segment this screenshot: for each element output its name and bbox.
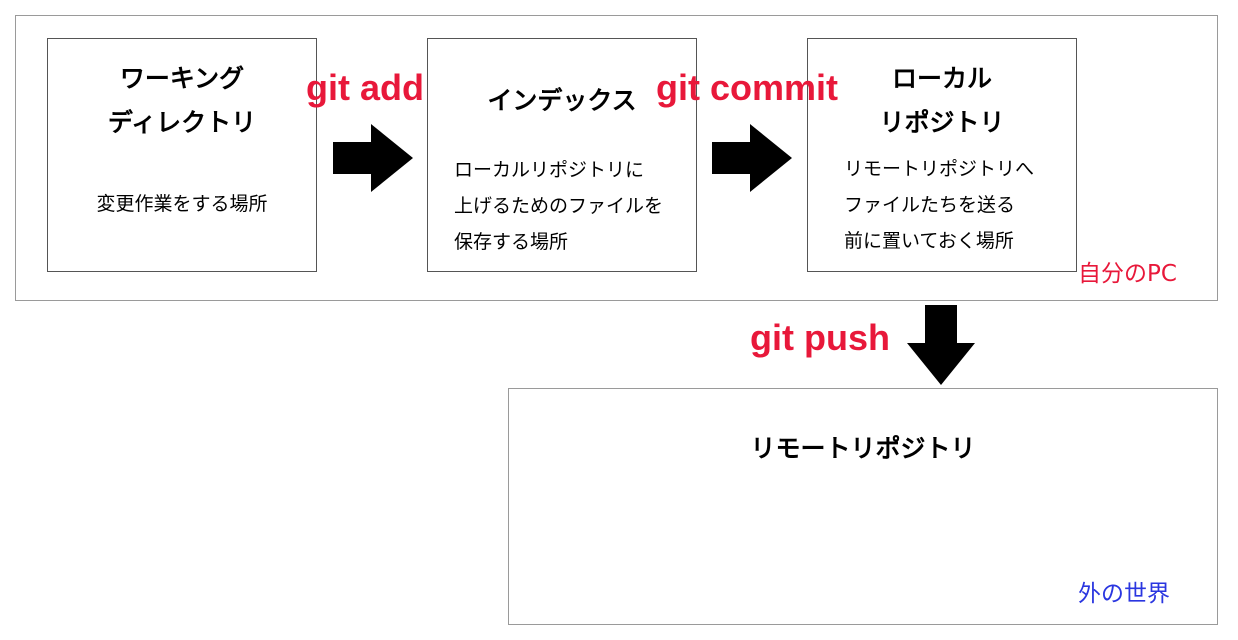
outside-world-label: 外の世界 <box>1078 581 1170 607</box>
local-repository-description: リモートリポジトリへ ファイルたちを送る 前に置いておく場所 <box>844 158 1035 252</box>
local-repository-title: ローカル リポジトリ <box>879 64 1005 137</box>
git-commit-label: git commit <box>656 67 839 108</box>
working-directory-title: ワーキング ディレクトリ <box>107 64 257 137</box>
git-push-label: git push <box>750 317 890 358</box>
local-pc-label: 自分のPC <box>1078 261 1177 287</box>
local-pc-zone <box>15 15 1218 301</box>
git-add-label: git add <box>306 67 424 108</box>
index-description: ローカルリポジトリに 上げるためのファイルを 保存する場所 <box>454 159 664 253</box>
index-title: インデックス <box>487 86 637 115</box>
outside-world-zone: リモートリポジトリ <box>508 388 1218 625</box>
local-repository-box: ローカル リポジトリ リモートリポジトリへ ファイルたちを送る 前に置いておく場… <box>807 38 1077 272</box>
working-directory-description: 変更作業をする場所 <box>96 193 268 215</box>
working-directory-box: ワーキング ディレクトリ 変更作業をする場所 <box>47 38 317 272</box>
index-box: インデックス ローカルリポジトリに 上げるためのファイルを 保存する場所 <box>427 38 697 272</box>
remote-repository-title: リモートリポジトリ <box>750 434 976 463</box>
arrow-right-icon <box>333 124 413 192</box>
arrow-down-icon <box>907 305 975 385</box>
arrow-right-icon <box>712 124 792 192</box>
